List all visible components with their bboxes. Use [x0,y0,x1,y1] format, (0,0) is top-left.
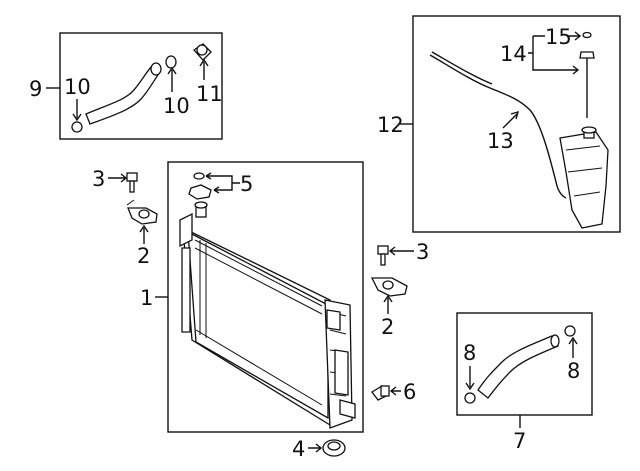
callout-13-leader [502,110,520,129]
gasket-icon [582,31,592,39]
overflow-hose-icon [429,54,567,199]
coolant-reservoir-icon [559,126,609,229]
lower-hose-box [456,312,593,416]
callout-2-right: 2 [381,315,394,339]
radiator-assembly-icon [179,201,356,429]
callout-14-leader [528,35,580,75]
callout-2-right-leader [383,294,393,314]
callout-4: 4 [292,437,305,461]
callout-8-left-leader [465,366,475,391]
hose-clamp-icon [464,325,576,404]
radiator-cap-icon [188,172,212,200]
overflow-hose-icon [431,51,493,85]
callout-11-leader [199,58,209,80]
callout-3-right-leader [388,246,414,256]
callout-3-left: 3 [92,167,105,191]
drain-plug-icon [322,439,346,457]
level-gauge-icon [579,51,595,118]
callout-10-left-leader [72,99,82,122]
mounting-bracket-icon [126,199,158,225]
callout-6-leader [389,386,401,396]
coolant-hose-icon [85,62,162,125]
callout-10-right-leader [167,66,177,92]
callout-5: 5 [240,172,253,196]
callout-5-leader [206,175,240,191]
hose-clamp-icon [71,55,177,133]
bolt-icon [126,172,138,193]
radiator-cap-icon [193,43,212,61]
callout-2-left: 2 [137,244,150,268]
callout-15-leader [568,31,582,41]
callout-10-right: 10 [163,94,190,118]
drain-valve-icon [371,385,390,401]
callout-15: 15 [545,25,572,49]
callout-13: 13 [487,129,514,153]
callout-10-left: 10 [64,75,91,99]
callout-12: 12 [377,113,404,137]
callout-8-right-leader [568,336,578,358]
coolant-hose-icon [477,334,560,399]
callout-3-left-leader [108,173,128,183]
callout-5-arrows [205,172,220,194]
upper-hose-box [59,32,223,140]
callout-11: 11 [196,82,223,106]
callout-3-right: 3 [416,240,429,264]
callout-8-right: 8 [567,359,580,383]
callout-1: 1 [140,286,153,310]
callout-4-leader [308,443,323,453]
callout-6: 6 [403,380,416,404]
callout-14: 14 [500,42,527,66]
mounting-bracket-icon [370,277,408,297]
callout-7: 7 [513,429,526,453]
callout-2-left-leader [139,224,149,244]
callout-8-left: 8 [463,341,476,365]
bolt-icon [377,245,389,266]
callout-9: 9 [29,77,42,101]
